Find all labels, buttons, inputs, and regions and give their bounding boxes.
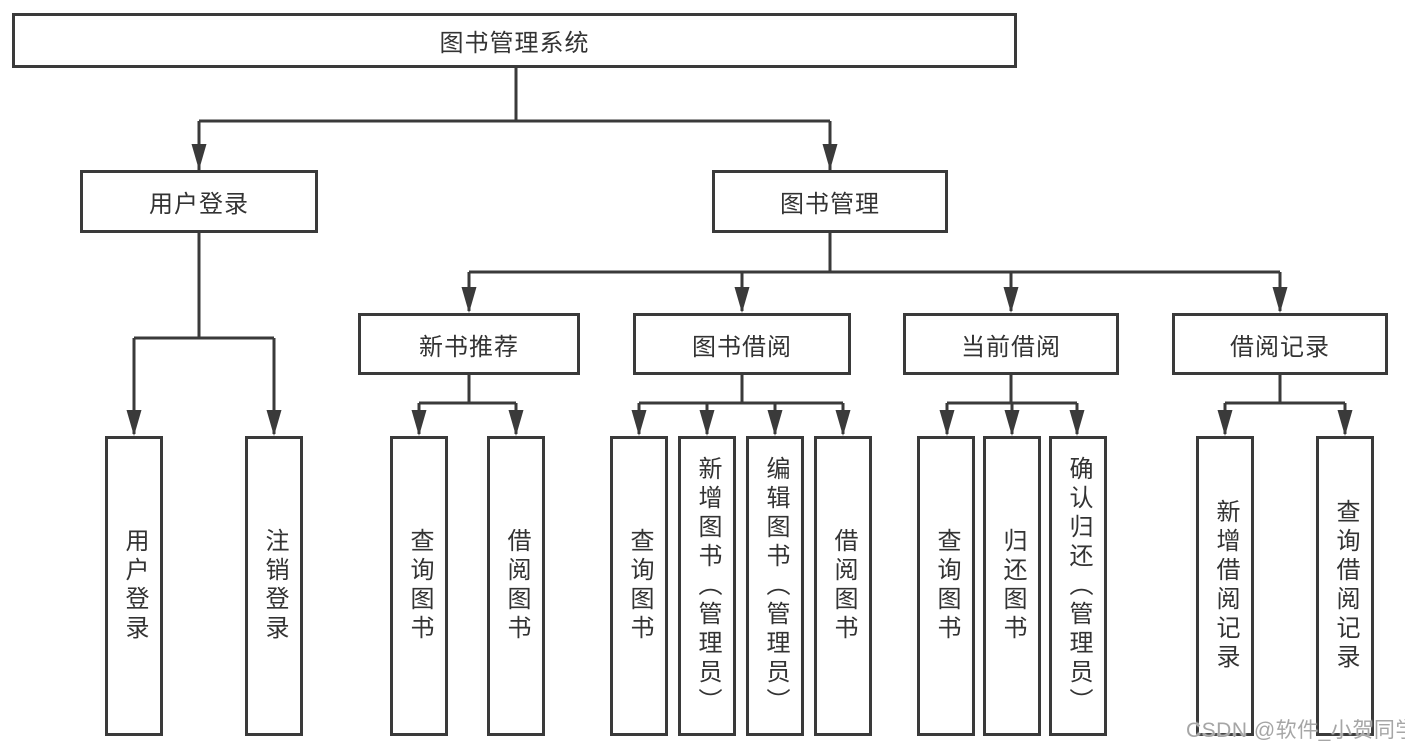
arrow-down-icon (822, 144, 838, 170)
arrow-down-icon (767, 410, 783, 436)
leaf-label: 用户登录 (121, 528, 148, 644)
leaf-confirm-return-admin: 确认归还（管理员） (1049, 436, 1107, 736)
arrow-down-icon (939, 410, 955, 436)
leaf-return-books: 归还图书 (983, 436, 1041, 736)
arrow-down-icon (1004, 410, 1020, 436)
node-label: 借阅记录 (1230, 333, 1330, 361)
leaf-label: 查询图书 (933, 528, 960, 644)
leaf-query-books-current: 查询图书 (917, 436, 975, 736)
leaf-label: 注销登录 (261, 528, 288, 644)
leaf-label: 新增借阅记录 (1212, 499, 1239, 673)
leaf-borrow-books-recommend: 借阅图书 (487, 436, 545, 736)
arrow-down-icon (266, 410, 282, 436)
arrow-down-icon (1217, 410, 1233, 436)
leaf-add-books-admin: 新增图书（管理员） (678, 436, 736, 736)
arrowheads (126, 144, 1353, 436)
node-new-book-recommend: 新书推荐 (358, 313, 580, 375)
node-user-login: 用户登录 (80, 170, 318, 233)
arrow-down-icon (411, 410, 427, 436)
arrow-down-icon (461, 287, 477, 313)
leaf-edit-books-admin: 编辑图书（管理员） (746, 436, 804, 736)
node-label: 新书推荐 (419, 333, 519, 361)
arrow-down-icon (734, 287, 750, 313)
leaf-user-login: 用户登录 (105, 436, 163, 736)
node-label: 当前借阅 (961, 333, 1061, 361)
node-label: 图书管理系统 (439, 30, 590, 57)
connector-path (132, 68, 1347, 434)
leaf-logout: 注销登录 (245, 436, 303, 736)
arrow-down-icon (191, 144, 207, 170)
leaf-add-borrow-record: 新增借阅记录 (1196, 436, 1254, 736)
arrow-down-icon (126, 410, 142, 436)
arrow-down-icon (508, 410, 524, 436)
node-label: 用户登录 (149, 191, 249, 218)
arrow-down-icon (631, 410, 647, 436)
node-borrow-records: 借阅记录 (1172, 313, 1388, 375)
leaf-label: 编辑图书（管理员） (762, 455, 789, 717)
leaf-query-books-recommend: 查询图书 (390, 436, 448, 736)
leaf-label: 查询图书 (406, 528, 433, 644)
arrow-down-icon (699, 410, 715, 436)
leaf-label: 借阅图书 (830, 528, 857, 644)
leaf-label: 查询图书 (626, 528, 653, 644)
node-current-borrow: 当前借阅 (903, 313, 1119, 375)
leaf-label: 归还图书 (999, 528, 1026, 644)
leaf-borrow-books-borrow: 借阅图书 (814, 436, 872, 736)
node-label: 图书管理 (780, 191, 880, 218)
leaf-query-books-borrow: 查询图书 (610, 436, 668, 736)
arrow-down-icon (835, 410, 851, 436)
leaf-label: 查询借阅记录 (1332, 499, 1359, 673)
arrow-down-icon (1003, 287, 1019, 313)
node-book-borrow: 图书借阅 (633, 313, 851, 375)
node-library-management-system: 图书管理系统 (12, 13, 1017, 68)
leaf-label: 借阅图书 (503, 528, 530, 644)
leaf-query-borrow-record: 查询借阅记录 (1316, 436, 1374, 736)
arrow-down-icon (1069, 410, 1085, 436)
node-label: 图书借阅 (692, 333, 792, 361)
leaf-label: 新增图书（管理员） (694, 455, 721, 717)
arrow-down-icon (1272, 287, 1288, 313)
csdn-watermark: CSDN @软件_小贺同学 (1186, 719, 1405, 742)
node-book-management: 图书管理 (712, 170, 948, 233)
arrow-down-icon (1337, 410, 1353, 436)
leaf-label: 确认归还（管理员） (1065, 455, 1092, 717)
